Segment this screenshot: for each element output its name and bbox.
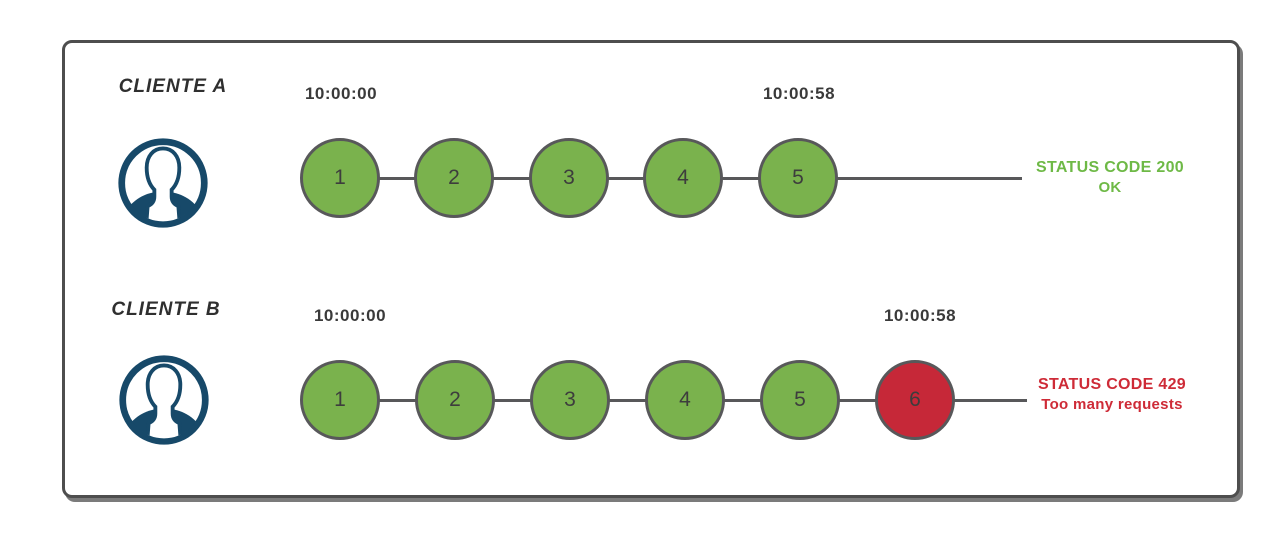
request-circle: 4: [645, 360, 725, 440]
request-number: 4: [677, 166, 689, 189]
status-label-a: STATUS CODE 200 OK: [1029, 158, 1191, 198]
user-avatar-icon: [119, 355, 209, 445]
request-circle: 1: [300, 360, 380, 440]
status-message-line: Too many requests: [1041, 396, 1183, 413]
request-number: 4: [679, 388, 691, 411]
status-message-line: OK: [1098, 179, 1122, 196]
request-number: 2: [448, 166, 460, 189]
request-number: 1: [334, 166, 346, 189]
status-code-line: STATUS CODE 200: [1036, 159, 1184, 176]
request-number: 3: [564, 388, 576, 411]
timestamp-start-a: 10:00:00: [304, 84, 378, 103]
request-number: 5: [794, 388, 806, 411]
timestamp-end-a: 10:00:58: [762, 84, 836, 103]
request-circle-rejected: 6: [875, 360, 955, 440]
status-label-b: STATUS CODE 429 Too many requests: [1027, 375, 1197, 415]
request-circle: 2: [414, 138, 494, 218]
timestamp-end-b: 10:00:58: [883, 306, 957, 325]
client-b-name: CLIENTE B: [111, 299, 221, 320]
request-circle: 3: [529, 138, 609, 218]
client-a-name: CLIENTE A: [118, 76, 228, 97]
status-code-line: STATUS CODE 429: [1038, 376, 1186, 393]
outer-frame: [62, 40, 1240, 498]
request-circle: 4: [643, 138, 723, 218]
request-circle: 5: [758, 138, 838, 218]
request-circle: 5: [760, 360, 840, 440]
request-number: 1: [334, 388, 346, 411]
request-circle: 3: [530, 360, 610, 440]
request-circle: 2: [415, 360, 495, 440]
request-circle: 1: [300, 138, 380, 218]
user-avatar-icon: [118, 138, 208, 228]
request-number: 2: [449, 388, 461, 411]
request-number: 3: [563, 166, 575, 189]
request-number: 6: [909, 388, 921, 411]
timestamp-start-b: 10:00:00: [313, 306, 387, 325]
request-number: 5: [792, 166, 804, 189]
